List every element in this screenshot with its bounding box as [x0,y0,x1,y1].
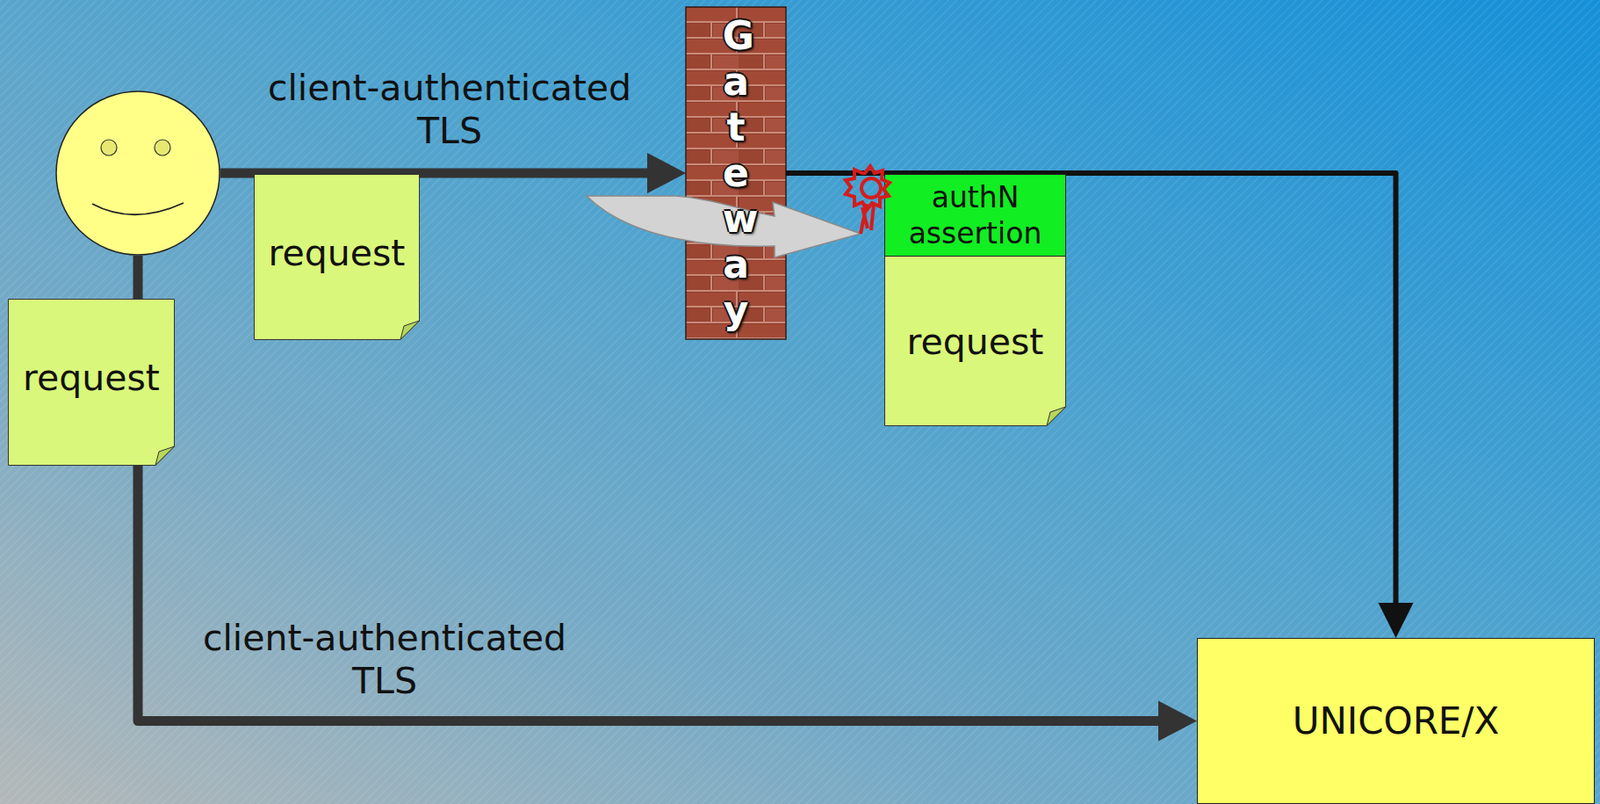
edge-label: client-authenticated TLS [230,66,670,153]
arrow-head [647,152,686,194]
gateway-box: Gateway [685,7,786,339]
wax-seal [845,165,890,234]
request-note: request [253,173,420,340]
edge-label: client-authenticated TLS [165,616,605,703]
user-face [55,90,221,256]
request-note: request authN assertion [884,173,1067,426]
gateway-wall [685,7,786,339]
connector [785,172,1414,638]
request-note: request [7,298,175,466]
assertion-label: authN assertion [885,179,1066,253]
server-box: UNICORE/X [1196,637,1595,804]
note-label: request [907,320,1045,363]
note-label: request [22,356,160,399]
connector-line [785,172,1397,606]
arrow-head [1158,700,1197,742]
gateway-label: Gateway [722,13,750,333]
note-label: request [268,231,406,274]
server-label: UNICORE/X [1292,699,1500,743]
arrow-head [1378,602,1414,638]
assertion-band: authN assertion [884,173,1067,257]
face-shape [55,90,221,256]
